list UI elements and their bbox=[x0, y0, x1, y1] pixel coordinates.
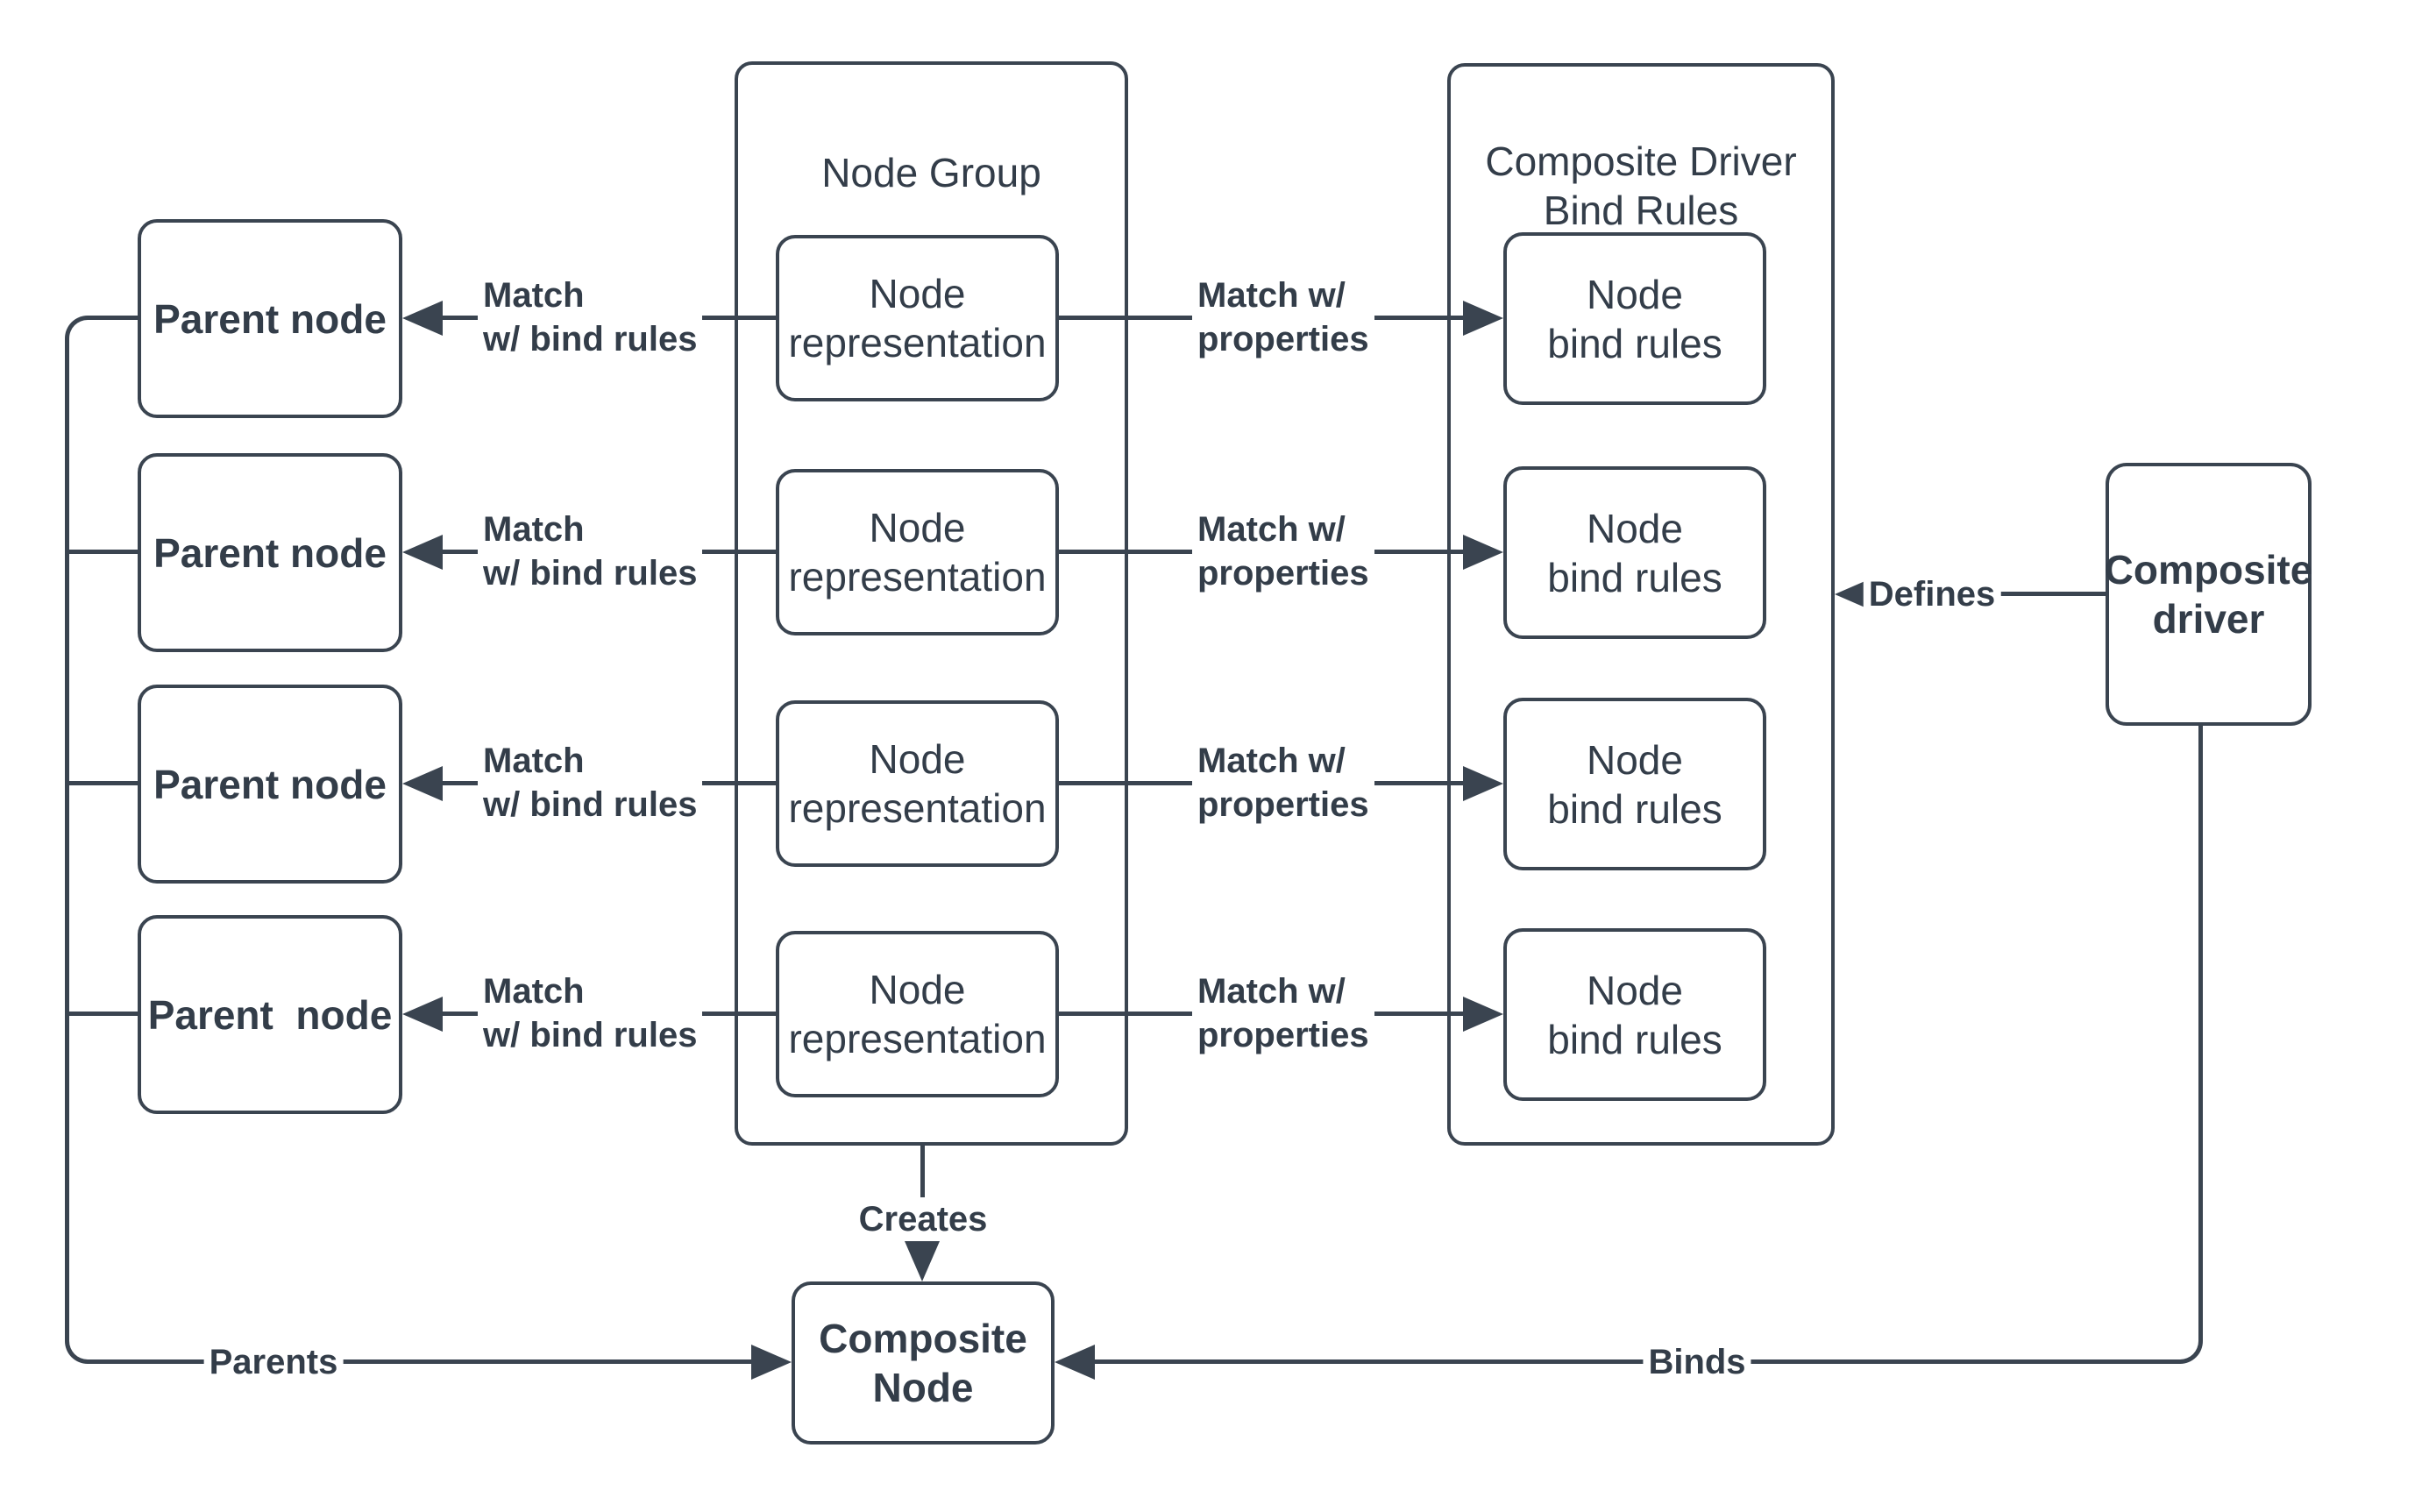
node-representation-box: Node representation bbox=[776, 931, 1059, 1097]
composite-node-box: Composite Node bbox=[792, 1281, 1055, 1445]
composite-node-label: Composite Node bbox=[819, 1316, 1027, 1410]
arrowhead-down-icon bbox=[905, 1241, 940, 1281]
parents-vertical-line bbox=[65, 354, 69, 1339]
node-bind-rules-label: Node bind rules bbox=[1547, 271, 1722, 366]
node-group-title: Node Group bbox=[821, 150, 1041, 195]
node-representation-label: Node representation bbox=[788, 271, 1047, 366]
arrowhead-right-icon bbox=[1463, 535, 1503, 570]
node-representation-box: Node representation bbox=[776, 469, 1059, 635]
parents-stub-row3 bbox=[67, 781, 138, 785]
parents-label: Parents bbox=[203, 1340, 344, 1384]
match-properties-label: Match w/ properties bbox=[1192, 508, 1374, 595]
defines-label: Defines bbox=[1863, 572, 2001, 616]
match-properties-label: Match w/ properties bbox=[1192, 739, 1374, 827]
node-bind-rules-box: Node bind rules bbox=[1503, 466, 1766, 639]
parents-stub-row2 bbox=[67, 550, 138, 554]
parents-stub-row4 bbox=[67, 1012, 138, 1016]
parent-node-label: Parent node bbox=[153, 529, 387, 576]
match-bind-rules-label: Match w/ bind rules bbox=[478, 508, 703, 595]
parent-node-box: Parent node bbox=[138, 915, 402, 1114]
parents-corner-top bbox=[65, 316, 138, 356]
node-bind-rules-label: Node bind rules bbox=[1547, 736, 1722, 832]
arrowhead-left-icon bbox=[402, 301, 443, 336]
node-representation-label: Node representation bbox=[788, 967, 1047, 1061]
parent-node-label: Parent node bbox=[147, 991, 393, 1038]
match-properties-label: Match w/ properties bbox=[1192, 273, 1374, 361]
parent-node-label: Parent node bbox=[153, 295, 387, 342]
parent-node-box: Parent node bbox=[138, 453, 402, 652]
node-representation-label: Node representation bbox=[788, 505, 1047, 600]
node-bind-rules-label: Node bind rules bbox=[1547, 967, 1722, 1062]
arrowhead-left-icon bbox=[402, 766, 443, 801]
node-bind-rules-box: Node bind rules bbox=[1503, 928, 1766, 1101]
binds-label: Binds bbox=[1643, 1340, 1751, 1384]
composite-driver-box: Composite driver bbox=[2104, 463, 2313, 726]
parent-node-box: Parent node bbox=[138, 219, 402, 418]
composite-driver-bind-rules-title: Composite Driver Bind Rules bbox=[1485, 138, 1797, 233]
arrowhead-right-icon bbox=[1463, 997, 1503, 1032]
arrowhead-left-icon bbox=[402, 997, 443, 1032]
arrowhead-right-icon bbox=[751, 1345, 792, 1380]
arrowhead-right-icon bbox=[1463, 301, 1503, 336]
match-bind-rules-label: Match w/ bind rules bbox=[478, 739, 703, 827]
match-bind-rules-label: Match w/ bind rules bbox=[478, 273, 703, 361]
arrowhead-left-icon bbox=[1055, 1345, 1095, 1380]
composite-driver-label: Composite driver bbox=[2104, 547, 2313, 642]
creates-line bbox=[920, 1146, 925, 1242]
binds-vertical-line bbox=[2198, 726, 2203, 1339]
node-representation-box: Node representation bbox=[776, 235, 1059, 401]
node-bind-rules-box: Node bind rules bbox=[1503, 698, 1766, 870]
match-properties-label: Match w/ properties bbox=[1192, 969, 1374, 1057]
parents-corner-bottom bbox=[65, 1339, 102, 1364]
arrowhead-left-icon bbox=[402, 535, 443, 570]
node-bind-rules-box: Node bind rules bbox=[1503, 232, 1766, 405]
parent-node-box: Parent node bbox=[138, 685, 402, 884]
creates-label: Creates bbox=[853, 1197, 993, 1241]
node-representation-label: Node representation bbox=[788, 736, 1047, 831]
binds-corner-bottom bbox=[2166, 1339, 2203, 1364]
node-bind-rules-label: Node bind rules bbox=[1547, 505, 1722, 600]
arrowhead-right-icon bbox=[1463, 766, 1503, 801]
node-representation-box: Node representation bbox=[776, 700, 1059, 867]
binds-line bbox=[1094, 1359, 2166, 1364]
parent-node-label: Parent node bbox=[153, 761, 387, 807]
parents-line bbox=[100, 1359, 752, 1364]
match-bind-rules-label: Match w/ bind rules bbox=[478, 969, 703, 1057]
